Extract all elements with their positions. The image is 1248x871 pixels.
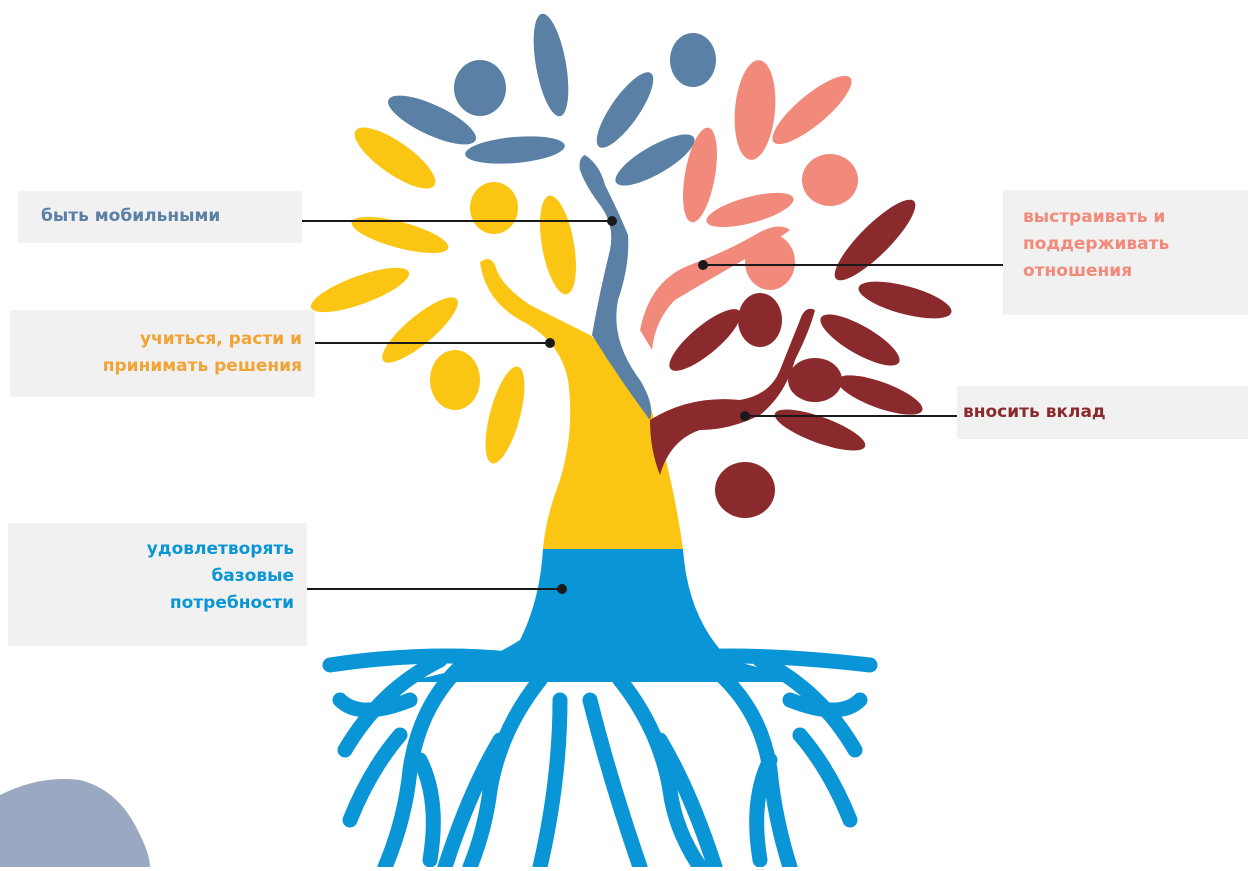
leaves-blue <box>388 13 716 186</box>
leaves-pink <box>683 60 858 290</box>
label-contribute-text: вносить вклад <box>963 402 1106 422</box>
label-basic-needs-line3: потребности <box>169 593 294 613</box>
roots <box>322 648 878 871</box>
trunk-base <box>400 549 800 682</box>
label-relationships-line1: выстраивать и <box>1023 207 1166 227</box>
label-contribute: вносить вклад <box>957 386 1248 439</box>
leaves-yellow <box>310 127 576 464</box>
label-learn-grow-line2: принимать решения <box>102 356 302 376</box>
label-relationships-line2: поддерживать <box>1023 234 1170 254</box>
paint-blob <box>0 779 150 867</box>
connector-dots <box>545 216 750 594</box>
trunk-middle <box>480 259 683 549</box>
connectors <box>302 220 1003 590</box>
label-basic-needs-line2: базовые <box>211 566 294 586</box>
leaves-maroon <box>669 199 952 518</box>
label-basic-needs: удовлетворять базовые потребности <box>8 523 307 646</box>
label-learn-grow: учиться, расти и принимать решения <box>10 310 315 397</box>
label-relationships: выстраивать и поддерживать отношения <box>1003 190 1248 315</box>
label-relationships-line3: отношения <box>1023 261 1133 281</box>
label-be-mobile-text: быть мобильными <box>41 206 221 226</box>
branch-blue <box>579 155 652 420</box>
label-learn-grow-line1: учиться, расти и <box>140 329 302 349</box>
branch-maroon <box>650 308 815 475</box>
label-basic-needs-line1: удовлетворять <box>146 539 294 559</box>
label-be-mobile: быть мобильными <box>18 191 302 243</box>
